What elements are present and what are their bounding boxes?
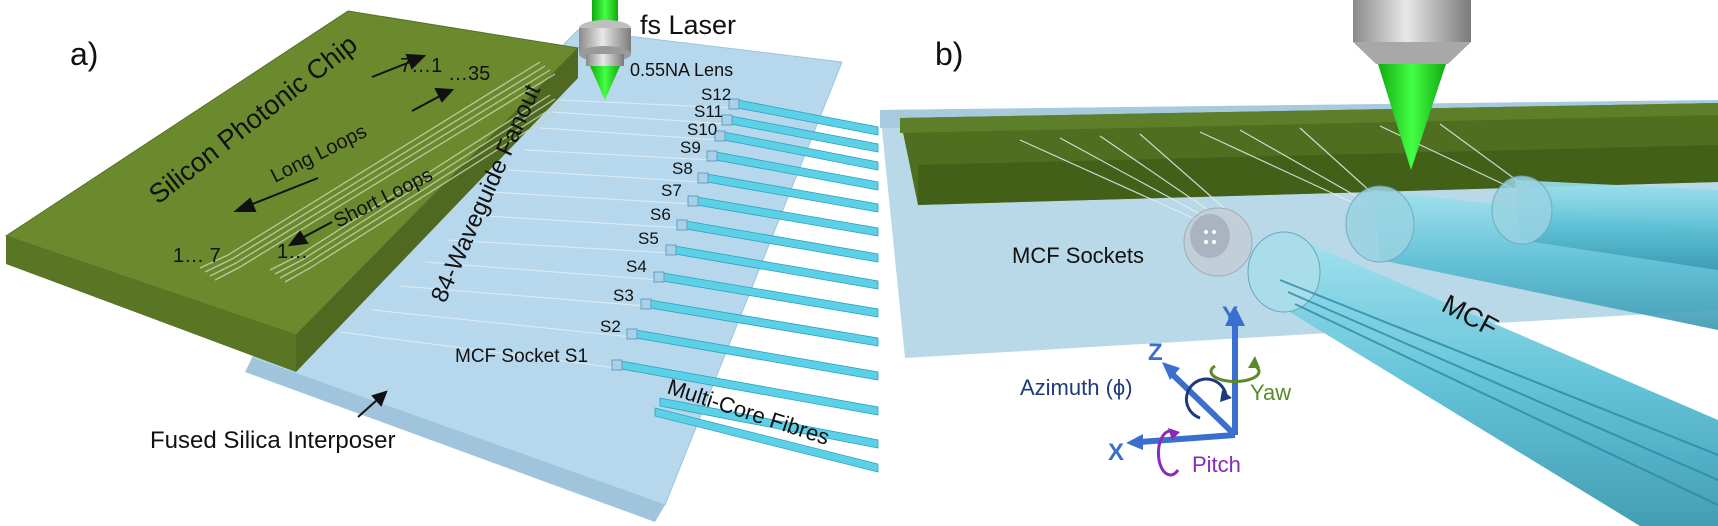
- panel-b-label: b): [935, 36, 963, 72]
- chip-loops: [199, 61, 566, 283]
- socket-blocks: [611, 98, 740, 371]
- socket-b: [1183, 207, 1253, 277]
- socket-label-s8: S8: [672, 159, 693, 178]
- rotation-arrows: [1156, 356, 1261, 477]
- long-loops-end: 7…1: [400, 55, 442, 77]
- socket-label-s12: S12: [701, 85, 731, 104]
- axis-z-label: Z: [1148, 339, 1163, 366]
- fanout-waveguides: [339, 99, 734, 369]
- laser-lens-b: [1353, 0, 1471, 170]
- pitch-label: Pitch: [1192, 452, 1241, 477]
- long-loops-start: 1… 7: [173, 245, 221, 267]
- azimuth-label: Azimuth (ϕ): [1020, 375, 1133, 400]
- socket-label-s3: S3: [613, 286, 634, 305]
- socket-label-s1: MCF Socket S1: [455, 346, 588, 367]
- fibres-b: [1247, 175, 1718, 526]
- lens-label: 0.55NA Lens: [630, 60, 733, 80]
- interposer-label: Fused Silica Interposer: [150, 427, 395, 454]
- panel-a: a) fs Laser 0.55NA Lens Silicon Photonic…: [4, 0, 879, 522]
- short-loops-start: 1…: [277, 241, 308, 263]
- axis-x-label: X: [1108, 439, 1124, 466]
- socket-label-s10: S10: [687, 120, 717, 139]
- socket-label-s4: S4: [626, 257, 647, 276]
- multi-core-fibres: [620, 99, 879, 473]
- laser-lens-a: [579, 0, 631, 100]
- axis-y-label: Y: [1222, 302, 1238, 329]
- socket-label-s9: S9: [680, 138, 701, 157]
- socket-label-s5: S5: [638, 229, 659, 248]
- mcf-sockets-label: MCF Sockets: [1012, 243, 1144, 268]
- laser-label: fs Laser: [640, 10, 736, 40]
- socket-label-s2: S2: [600, 317, 621, 336]
- short-loops-end: …35: [448, 63, 490, 85]
- panel-b: b): [880, 0, 1718, 526]
- socket-label-s7: S7: [661, 181, 682, 200]
- panel-a-label: a): [70, 36, 98, 72]
- annotation-arrows: [233, 53, 455, 418]
- yaw-label: Yaw: [1250, 380, 1291, 405]
- socket-label-s6: S6: [650, 205, 671, 224]
- socket-label-s11: S11: [694, 102, 723, 121]
- axes: [1126, 306, 1245, 450]
